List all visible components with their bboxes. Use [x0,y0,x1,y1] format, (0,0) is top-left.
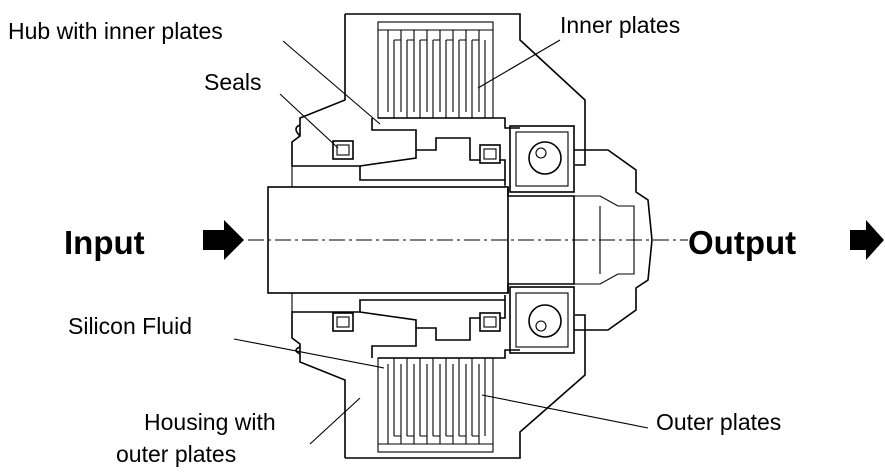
leader-silicon-fluid [233,338,385,369]
plate-stack-upper [377,21,494,119]
leader-outer-plates [481,394,649,429]
leader-inner-plates [477,39,561,89]
leader-lines [233,39,649,445]
leader-seals [279,93,339,149]
label-hub-with-inner-plates: Hub with inner plates [8,18,223,44]
label-housing-line1: Housing with [144,409,276,435]
bearing-upper [509,125,575,193]
plate-stack-lower [377,357,494,453]
label-silicon-fluid: Silicon Fluid [68,313,192,339]
label-outer-plates: Outer plates [656,409,781,435]
seal-upper-right [479,144,501,164]
seal-lower-left [332,312,354,332]
housing-upper [291,13,586,167]
label-inner-plates: Inner plates [560,12,680,38]
output-flange [574,149,653,331]
label-output: Output [688,224,796,261]
shaft [267,166,575,312]
label-housing-line2: outer plates [116,441,236,467]
housing-lower [291,311,586,459]
label-seals: Seals [204,69,262,95]
leader-housing [309,397,361,445]
seal-upper-left [332,140,354,160]
leader-hub [282,40,381,125]
label-input: Input [64,224,145,261]
input-arrow-icon [203,220,244,260]
output-arrow-icon [850,220,884,260]
seal-lower-right [479,312,501,332]
bearing-lower [509,286,575,354]
